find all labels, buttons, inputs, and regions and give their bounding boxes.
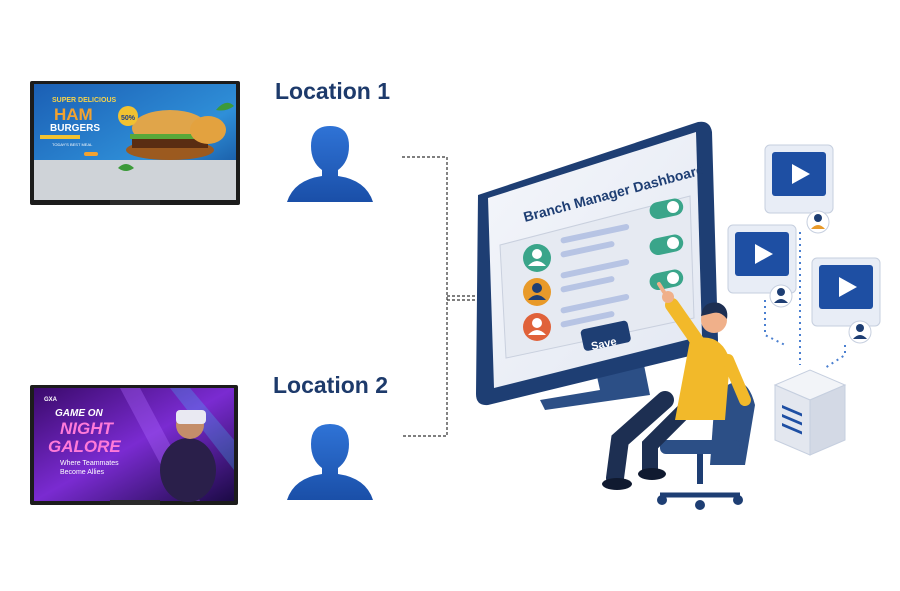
user-silhouette-icon — [287, 424, 373, 500]
save-button[interactable] — [580, 320, 632, 351]
burger-badge: 50% — [121, 115, 136, 122]
video-play-icon — [811, 257, 881, 344]
manager-figure — [602, 282, 755, 510]
game-brand: GXA — [44, 397, 58, 403]
tv-location-2 — [30, 385, 238, 505]
burger-headline-1: SUPER DELICIOUS — [52, 97, 117, 104]
tv-location-1 — [30, 81, 240, 205]
game-tagline-1: Where Teammates — [60, 460, 119, 467]
game-headline-3: GALORE — [48, 437, 121, 456]
burger-headline-3: BURGERS — [50, 123, 100, 134]
dashboard-row — [523, 234, 684, 306]
burger-headline-2: HAM — [54, 105, 93, 124]
location-2-label: Location 2 — [273, 372, 389, 398]
video-play-icon — [727, 224, 797, 308]
dotted-links — [764, 232, 846, 369]
burger-tagline: TODAY'S BEST MEAL — [52, 142, 93, 147]
game-tagline-2: Become Allies — [60, 469, 104, 476]
save-button-label: Save — [590, 336, 618, 353]
location-1-label: Location 1 — [275, 78, 391, 104]
dashboard-row — [523, 198, 684, 272]
server-icon — [773, 369, 847, 456]
game-headline-1: GAME ON — [55, 408, 104, 419]
user-silhouette-icon — [287, 126, 373, 202]
video-play-icon — [764, 144, 834, 234]
game-headline-2: NIGHT — [60, 419, 115, 438]
connector-lines — [402, 156, 478, 437]
